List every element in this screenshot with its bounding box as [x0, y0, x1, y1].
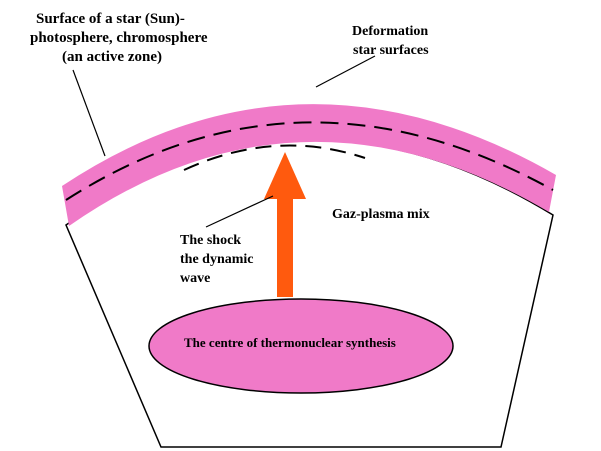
- centre-label: The centre of thermonuclear synthesis: [184, 335, 396, 350]
- shock-leader-line: [205, 195, 274, 228]
- surface-label-line2: photosphere, chromosphere: [30, 30, 208, 46]
- deformation-dashed-curve: [65, 121, 554, 201]
- shock-label-line3: wave: [180, 271, 210, 286]
- deformation-label: Deformation star surfaces: [352, 24, 432, 58]
- deformation-leader-line: [315, 55, 376, 88]
- shock-arrow-shaft: [277, 196, 293, 297]
- deformation-label-line1: Deformation: [352, 24, 428, 39]
- thermonuclear-centre-ellipse: [148, 298, 454, 394]
- shock-label: The shock the dynamic wave: [180, 233, 257, 286]
- surface-band: [62, 104, 556, 226]
- shock-arrow-head: [264, 152, 306, 199]
- surface-label: Surface of a star (Sun)- photosphere, ch…: [30, 11, 211, 65]
- surface-label-line3: (an active zone): [62, 49, 162, 65]
- shock-label-line2: the dynamic: [180, 252, 254, 267]
- deformation-label-line2: star surfaces: [353, 43, 429, 58]
- shock-label-line1: The shock: [180, 233, 241, 248]
- inner-dashed-curve: [183, 144, 366, 171]
- surface-label-line1: Surface of a star (Sun)-: [36, 11, 185, 27]
- gas-plasma-label: Gaz-plasma mix: [332, 207, 430, 222]
- sector-outline: [65, 139, 554, 448]
- surface-leader-line: [72, 69, 106, 157]
